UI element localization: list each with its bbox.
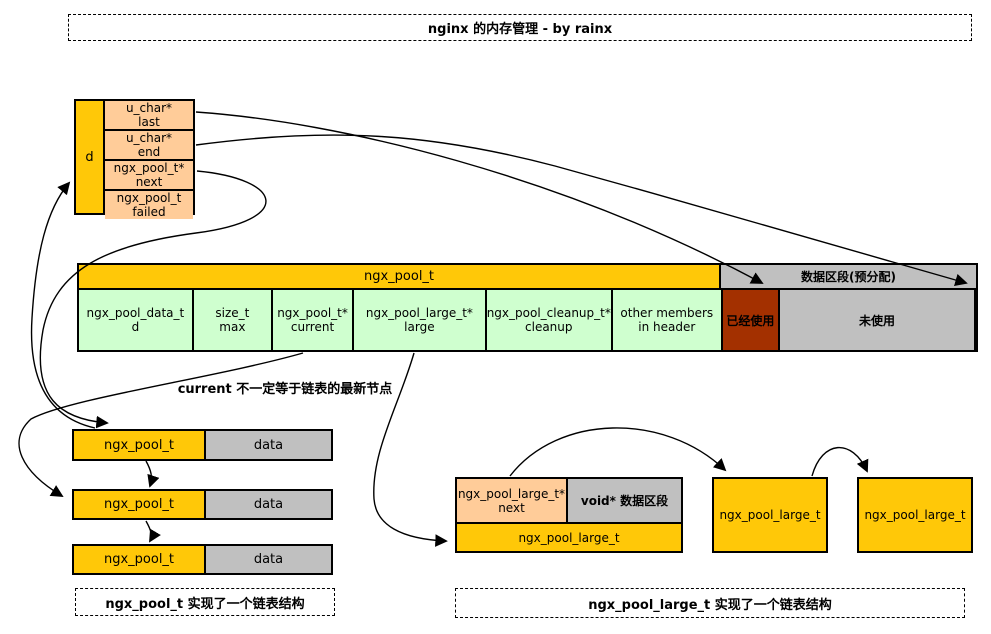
used-region: 已经使用	[722, 290, 781, 350]
large-struct: ngx_pool_large_t* next void* 数据区段 ngx_po…	[455, 477, 683, 553]
arrow-large-struct-to-large-node-1	[509, 427, 727, 477]
large-struct-next-type: ngx_pool_large_t*	[457, 486, 566, 501]
member-other-name: in header	[638, 320, 696, 334]
large-chain-caption: ngx_pool_large_t 实现了一个链表结构	[455, 588, 965, 618]
diagram-title: nginx 的内存管理 - by rainx	[68, 14, 972, 41]
pool-data-struct: d u_char* last u_char* end ngx_pool_t* n…	[74, 99, 195, 219]
pool-node-3-header: ngx_pool_t	[74, 546, 206, 573]
member-large: ngx_pool_large_t* large	[354, 290, 487, 350]
field-end: u_char* end	[105, 131, 193, 161]
large-struct-next-cell: ngx_pool_large_t* next	[457, 479, 568, 522]
arrow-current-to-pool-node-2	[18, 352, 304, 497]
field-last-type: u_char*	[125, 101, 173, 115]
current-note: current 不一定等于链表的最新节点	[177, 382, 393, 397]
arrow-end-to-pool-end	[195, 134, 968, 287]
field-failed-type: ngx_pool_t	[116, 191, 182, 205]
member-other-type: other members	[620, 306, 714, 320]
field-next-name: next	[135, 175, 163, 189]
pool-data-struct-fields: u_char* last u_char* end ngx_pool_t* nex…	[105, 101, 193, 219]
field-end-name: end	[137, 145, 161, 159]
member-current: ngx_pool_t* current	[272, 290, 355, 350]
large-struct-data-cell: void* 数据区段	[568, 479, 681, 522]
member-d-name: d	[131, 320, 140, 334]
member-d: ngx_pool_data_t d	[79, 290, 194, 350]
unused-region: 未使用	[780, 290, 976, 350]
member-cleanup-name: cleanup	[525, 320, 573, 334]
field-failed-name: failed	[132, 205, 166, 219]
pool-node-3: ngx_pool_t data	[72, 544, 333, 575]
large-node-2: ngx_pool_large_t	[857, 477, 973, 553]
member-large-type: ngx_pool_large_t*	[365, 306, 473, 320]
pool-struct-header: ngx_pool_t	[79, 265, 721, 288]
pool-node-2-data: data	[206, 491, 331, 518]
pool-chain-caption: ngx_pool_t 实现了一个链表结构	[75, 588, 335, 616]
pool-node-2-header: ngx_pool_t	[74, 491, 206, 518]
large-node-1: ngx_pool_large_t	[712, 477, 828, 553]
arrow-pool-node-2-to-node-3	[145, 520, 161, 543]
field-last-name: last	[138, 115, 160, 129]
member-max: size_t max	[193, 290, 273, 350]
pool-node-1-data: data	[206, 431, 331, 459]
member-current-name: current	[290, 320, 335, 334]
field-end-type: u_char*	[125, 131, 173, 145]
member-current-type: ngx_pool_t*	[277, 306, 348, 320]
field-next-type: ngx_pool_t*	[113, 161, 185, 175]
member-cleanup: ngx_pool_cleanup_t* cleanup	[486, 290, 613, 350]
field-last: u_char* last	[105, 101, 193, 131]
arrow-pool-node-1-to-node-2	[145, 460, 160, 488]
large-struct-footer: ngx_pool_large_t	[457, 524, 681, 551]
member-other: other members in header	[612, 290, 723, 350]
pool-node-1: ngx_pool_t data	[72, 429, 333, 461]
arrow-large-node-1-to-large-node-2	[811, 446, 869, 477]
pool-node-1-header: ngx_pool_t	[74, 431, 206, 459]
large-struct-next-name: next	[498, 500, 525, 515]
member-max-name: max	[219, 320, 246, 334]
arrow-last-to-used	[195, 111, 764, 284]
member-cleanup-type: ngx_pool_cleanup_t*	[486, 306, 611, 320]
field-next: ngx_pool_t* next	[105, 161, 193, 191]
pool-node-3-data: data	[206, 546, 331, 573]
member-large-name: large	[404, 320, 435, 334]
pool-node-2: ngx_pool_t data	[72, 489, 333, 520]
member-max-type: size_t	[215, 306, 250, 320]
pool-data-struct-side-label: d	[76, 101, 105, 213]
member-d-type: ngx_pool_data_t	[86, 306, 185, 320]
data-segment-header: 数据区段(预分配)	[721, 265, 976, 288]
pool-struct-members-row: ngx_pool_data_t d size_t max ngx_pool_t*…	[77, 288, 978, 352]
pool-struct-header-row: ngx_pool_t 数据区段(预分配)	[77, 263, 978, 290]
field-failed: ngx_pool_t failed	[105, 191, 193, 219]
